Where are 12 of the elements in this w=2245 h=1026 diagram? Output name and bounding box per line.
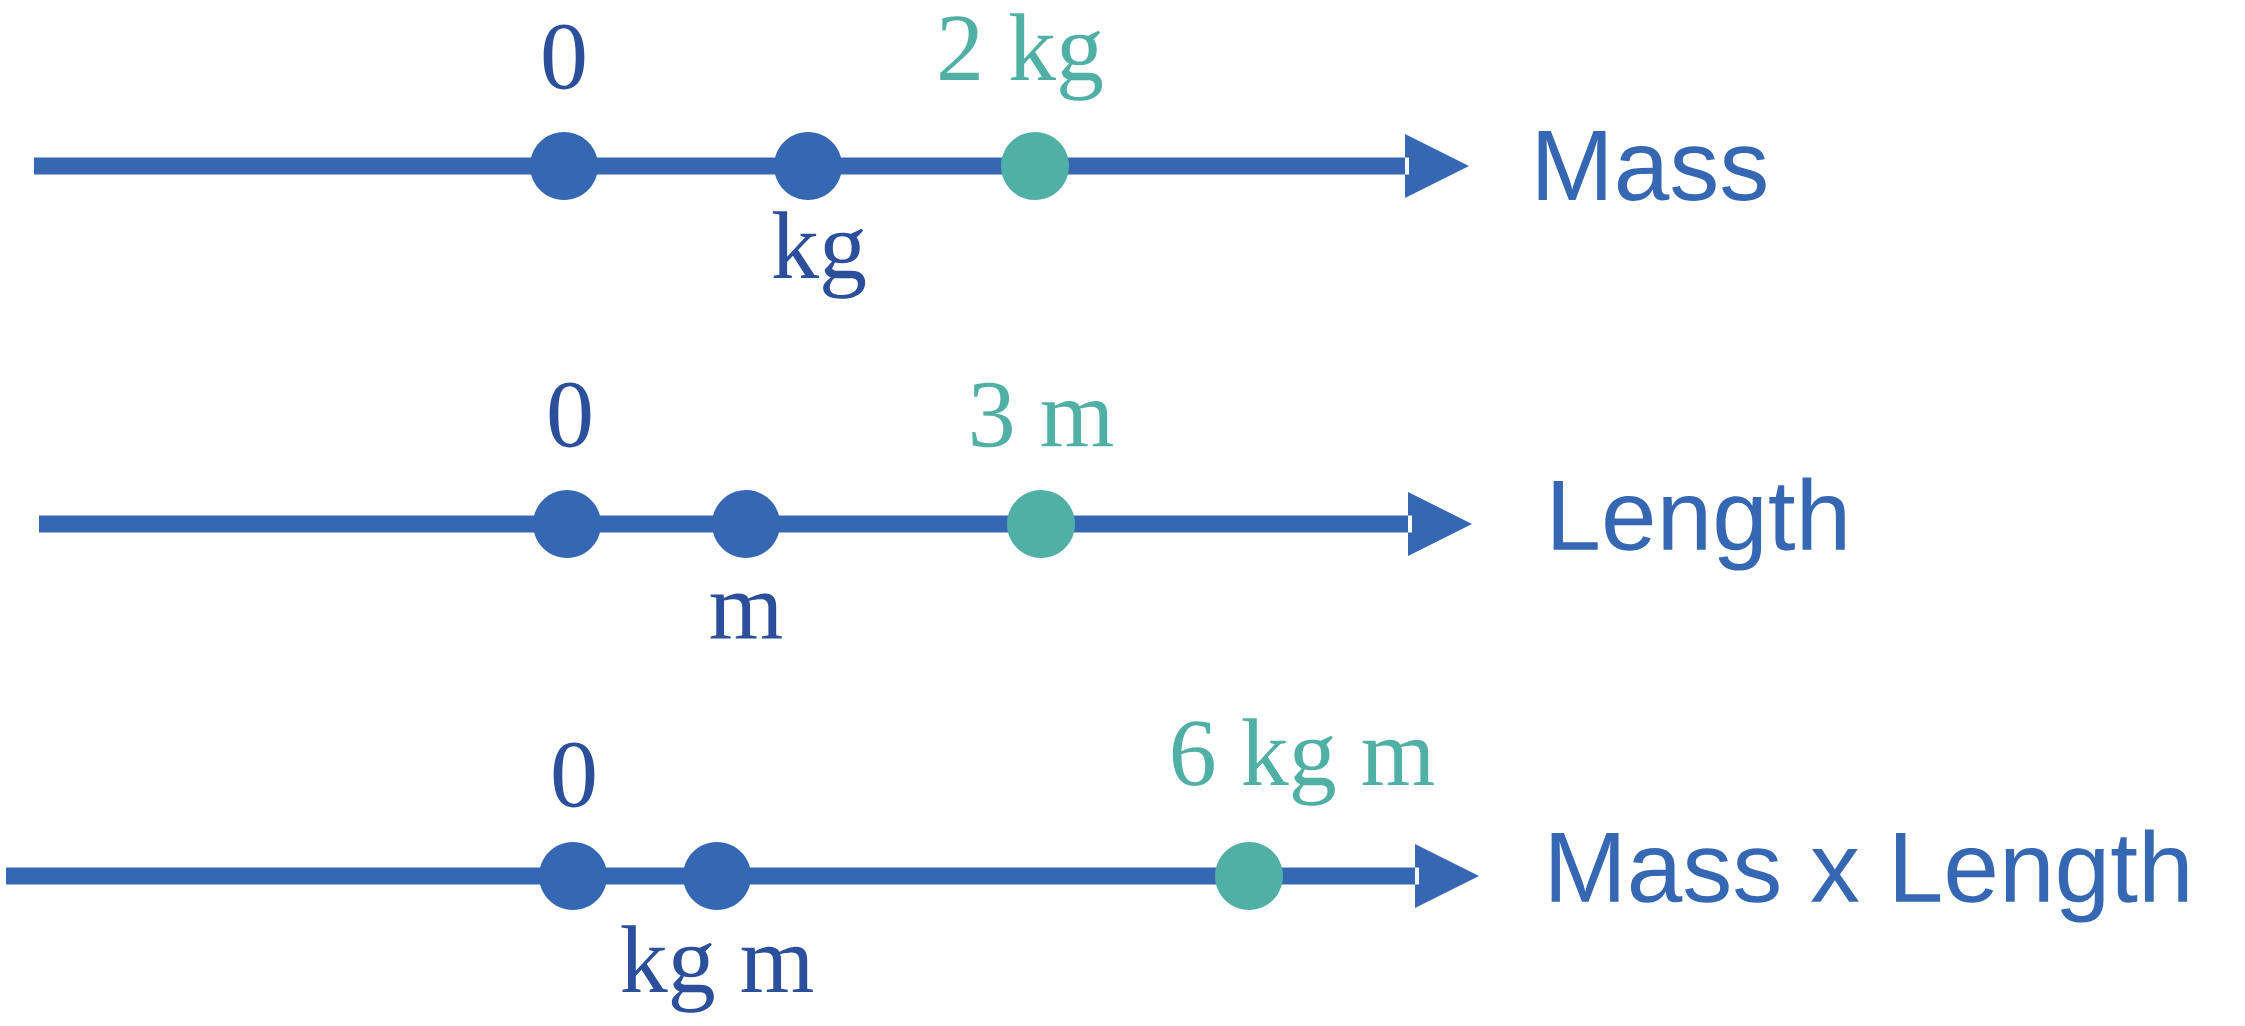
- unit-label: kg: [772, 211, 866, 299]
- axis-label: Mass x Length: [1551, 829, 2188, 923]
- axis-label: Length: [1553, 477, 1845, 571]
- unit-label: kg m: [621, 925, 813, 1013]
- value-label: 2 kg: [940, 13, 1103, 101]
- origin-label: 0: [543, 24, 585, 90]
- origin-label: 0: [553, 742, 595, 808]
- unit-label: m: [710, 593, 782, 639]
- value-label: 3 m: [972, 382, 1113, 448]
- value-label: 6 kg m: [1172, 718, 1434, 806]
- origin-label: 0: [549, 382, 591, 448]
- axis-label: Mass: [1538, 131, 1766, 201]
